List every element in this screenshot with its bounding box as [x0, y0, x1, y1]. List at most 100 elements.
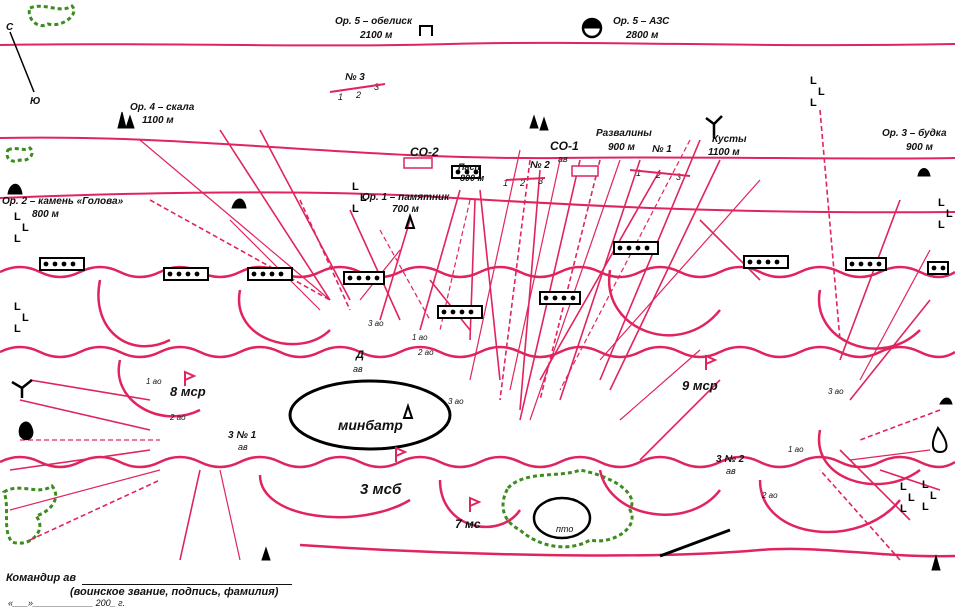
- infantry-mark: L: [900, 481, 907, 493]
- fire-arrow: [819, 109, 841, 341]
- drop-icon: [932, 426, 948, 454]
- barbed-wire: [659, 528, 731, 558]
- label-o5-obelisk-dist: 2100 м: [359, 30, 393, 41]
- forest-top-left: [27, 4, 76, 27]
- label-o5-obelisk: Ор. 5 – обелиск: [335, 15, 413, 27]
- label-d-av: Д: [355, 349, 364, 361]
- fire-arrow: [139, 139, 331, 301]
- fire-arrow: [469, 149, 521, 381]
- line-o5: [0, 41, 955, 47]
- fire-arrow: [439, 199, 471, 331]
- trench-dot: [365, 275, 371, 281]
- monument-icon: [404, 212, 416, 229]
- trench-dot: [464, 169, 470, 175]
- trench-dot: [260, 271, 266, 277]
- infantry-mark: L: [14, 211, 21, 223]
- fire-arrow: [179, 469, 201, 561]
- front-line-2: [0, 345, 955, 359]
- fire-arrow: [849, 449, 931, 461]
- fire-arrow: [599, 139, 701, 381]
- stone-icon-2: [231, 198, 247, 209]
- infantry-mark: L: [14, 233, 21, 245]
- fire-arrow: [819, 469, 901, 561]
- trench-dot: [635, 245, 641, 251]
- landmark-icons: [7, 17, 953, 571]
- fire-arrow: [299, 199, 351, 311]
- fire-arrow: [539, 169, 661, 381]
- label-so2: СО-2: [410, 145, 439, 159]
- trench-dot: [441, 309, 447, 315]
- forest-patches: [2, 4, 634, 549]
- compass-s: Ю: [30, 96, 40, 107]
- fire-arrow: [839, 199, 901, 361]
- label-o4-dist: 1100 м: [142, 115, 174, 126]
- compass-arrow: [9, 31, 35, 93]
- label-razvaliny: Развалины: [596, 128, 652, 139]
- section-label-2: 2 ао: [169, 413, 186, 422]
- stone-head-icon: [7, 183, 23, 195]
- forest-bottom-left: [2, 483, 58, 545]
- trench-dot: [194, 271, 200, 277]
- trench-dot: [356, 275, 362, 281]
- trench-dot: [269, 271, 275, 277]
- fire-arrow: [839, 449, 911, 521]
- section-label-6: 3 ао: [448, 397, 464, 406]
- fire-arrow: [379, 219, 411, 321]
- trench-dot: [858, 261, 864, 267]
- infantry-mark: L: [938, 219, 945, 231]
- trench-dot: [468, 309, 474, 315]
- infantry-mark: L: [810, 75, 817, 87]
- fire-arrow: [639, 379, 721, 461]
- n2-digit-3: 3: [538, 176, 543, 186]
- label-minbatr: минбатр: [338, 417, 403, 433]
- line-o2: [0, 191, 955, 214]
- rear-line: [299, 543, 955, 558]
- landmark-labels: Ор. 5 – обелиск 2100 м Ор. 5 – АЗС 2800 …: [2, 15, 947, 220]
- trench-dot: [347, 275, 353, 281]
- trench-dot: [756, 259, 762, 265]
- minbatr-area: [288, 379, 452, 451]
- label-zn1: 3 № 1: [228, 430, 257, 441]
- infantry-mark: L: [922, 479, 929, 491]
- label-o4: Ор. 4 – скала: [130, 102, 195, 113]
- fire-arrow: [859, 409, 941, 441]
- trench-dot: [455, 169, 461, 175]
- trench-dot: [867, 261, 873, 267]
- trench-dot: [278, 271, 284, 277]
- label-so1-sub: ав: [558, 154, 568, 164]
- trench-dot: [543, 295, 549, 301]
- front-line-1: [0, 265, 955, 279]
- section-label-7: 1 ао: [788, 445, 804, 454]
- infantry-mark: L: [946, 208, 953, 220]
- trench-box: [927, 261, 949, 275]
- infantry-mark: L: [938, 197, 945, 209]
- fire-arrow: [219, 469, 241, 561]
- label-3msb: 3 мсб: [360, 481, 402, 498]
- footer-caption: (воинское звание, подпись, фамилия): [70, 586, 279, 598]
- fire-arrows: [9, 109, 941, 561]
- fire-arrow: [19, 399, 151, 431]
- fire-arrow: [849, 299, 931, 401]
- trench-box: [845, 257, 887, 271]
- trench-dot: [570, 295, 576, 301]
- bush-left-icon: [11, 379, 33, 398]
- label-pasp: Пасп: [458, 162, 480, 172]
- label-o1-dist: 700 м: [392, 204, 419, 215]
- fire-arrow: [349, 209, 401, 321]
- infantry-mark: L: [922, 501, 929, 513]
- label-o3-dist: 900 м: [906, 142, 933, 153]
- fire-arrow: [859, 249, 931, 381]
- trench-dot: [61, 261, 67, 267]
- trench-dot: [644, 245, 650, 251]
- label-n1: № 1: [652, 144, 672, 155]
- fire-arrow: [599, 179, 761, 361]
- label-kusty: Кусты: [712, 134, 747, 145]
- infantry-mark: L: [360, 192, 367, 204]
- infantry-mark: L: [22, 222, 29, 234]
- trench-dot: [374, 275, 380, 281]
- fire-arrow: [499, 159, 531, 401]
- footer-signature-line: [82, 584, 292, 585]
- fire-arrow: [9, 469, 161, 511]
- tree-br-icon: [931, 554, 941, 571]
- tree-bottom-icon: [261, 546, 271, 561]
